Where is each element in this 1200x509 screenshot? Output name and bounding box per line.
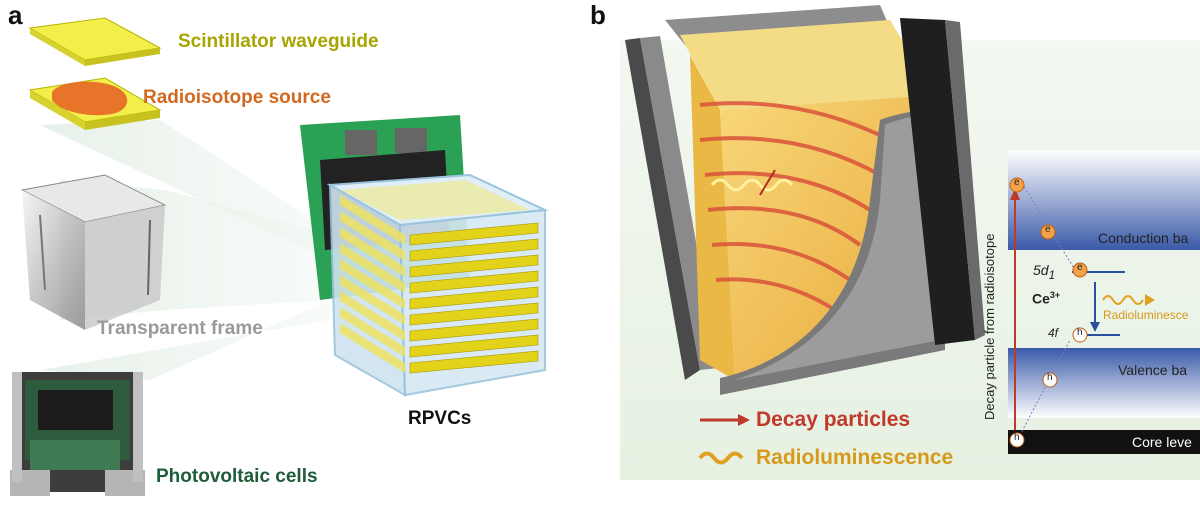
scintillator-slab (409, 270, 539, 294)
conduction-band-label: Conduction ba (1098, 230, 1189, 246)
scintillator-slab (409, 254, 539, 278)
electron-symbol-2: e (1045, 224, 1051, 235)
gray-wedge (720, 109, 945, 396)
scintillator-slab-side (340, 211, 405, 261)
level-4f-label: 4f (1048, 326, 1059, 340)
energy-diagram (1008, 150, 1200, 454)
scintillator-slab-side (340, 195, 405, 245)
scintillator-waveguide-top (28, 17, 162, 66)
decay-arrow-small (759, 169, 776, 196)
axis-label: Decay particle from radioisotope (982, 233, 997, 420)
rpvc-device (300, 115, 549, 397)
right-pv-slab (900, 18, 985, 345)
scintillator-waveguide-label: Scintillator waveguide (178, 31, 379, 52)
valence-band-label: Valence ba (1118, 362, 1188, 378)
hole-symbol-2: h (1047, 372, 1053, 383)
electron-symbol-1: e (1014, 177, 1020, 188)
scintillator-slab (409, 222, 539, 246)
scintillator-slab (409, 302, 539, 326)
hole-symbol-1: h (1077, 327, 1083, 338)
decay-lines (699, 101, 891, 312)
legend-radiolum-label: Radioluminescence (756, 446, 954, 469)
legend-decay-label: Decay particles (756, 408, 911, 431)
scintillator-slab (409, 238, 539, 262)
scintillator-slab-side (340, 291, 405, 341)
scintillator-slab-side (340, 227, 405, 277)
photovoltaic-cells-label: Photovoltaic cells (156, 466, 318, 487)
scintillator-slab (409, 286, 539, 310)
core-level-label: Core leve (1132, 434, 1192, 450)
rpvcs-label: RPVCs (408, 408, 472, 429)
radioisotope-source-layer (28, 77, 162, 130)
scintillator-slab-side (340, 307, 405, 357)
scintillator-slab-side (340, 275, 405, 325)
transparent-frame (20, 174, 167, 330)
scintillator-slab-side (340, 243, 405, 293)
level-5d-label: 5d1 (1033, 262, 1056, 282)
panel-b-letter: b (590, 0, 606, 30)
projection-beam-pv (40, 300, 330, 380)
scintillator-slab-side (340, 323, 405, 373)
radiolum-small-label: Radioluminesce (1103, 308, 1189, 322)
ce-ion-label: Ce3+ (1032, 290, 1061, 307)
scintillator-slab (409, 334, 539, 358)
transparent-frame-label: Transparent frame (97, 318, 263, 339)
scintillator-slab (409, 350, 539, 374)
hole-symbol-3: h (1014, 432, 1020, 443)
electron-symbol-3: e (1077, 262, 1083, 273)
photovoltaic-module (10, 372, 145, 496)
panel-a-letter: a (8, 0, 23, 30)
legend-radiolum-wave (698, 451, 744, 465)
scintillator-slab-side (340, 259, 405, 309)
scintillator-slab (409, 318, 539, 342)
radioluminescence-wave (710, 178, 794, 192)
radioisotope-source-label: Radioisotope source (143, 87, 331, 108)
